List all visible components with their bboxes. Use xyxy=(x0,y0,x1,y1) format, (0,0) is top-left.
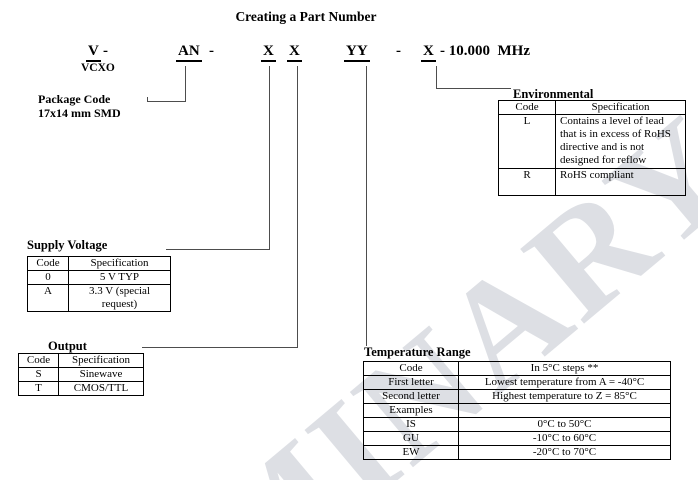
environmental-table: Code Specification L Contains a level of… xyxy=(498,100,686,196)
temperature-range-title: Temperature Range xyxy=(364,345,471,359)
pn-series-label: VCXO xyxy=(81,62,115,74)
pn-series-code: V xyxy=(86,44,101,62)
temp-row-label: IS xyxy=(363,417,459,432)
temp-row-value: Lowest temperature from A = -40°C xyxy=(458,375,671,390)
connector-environmental-vertical xyxy=(436,66,437,89)
pn-separator-3: - xyxy=(396,43,401,59)
temp-row-value: Highest temperature to Z = 85°C xyxy=(458,389,671,404)
pn-temperature-code: YY xyxy=(344,44,370,62)
output-table: Code Specification S Sinewave T CMOS/TTL xyxy=(18,353,144,396)
table-row: Second letter Highest temperature to Z =… xyxy=(363,389,671,404)
temp-row-value: 0°C to 50°C xyxy=(458,417,671,432)
package-code-label-line1: Package Code xyxy=(38,92,111,106)
table-row: S Sinewave xyxy=(18,367,144,382)
output-spec-S: Sinewave xyxy=(58,367,144,382)
table-row: L Contains a level of lead that is in ex… xyxy=(498,114,686,169)
output-code-T: T xyxy=(18,381,59,396)
temp-row-label: First letter xyxy=(363,375,459,390)
output-spec-T: CMOS/TTL xyxy=(58,381,144,396)
table-row: Code Specification xyxy=(18,353,144,368)
temp-row-value: In 5°C steps ** xyxy=(458,361,671,376)
environmental-code-L: L xyxy=(498,114,556,169)
supply-voltage-table: Code Specification 0 5 V TYP A 3.3 V (sp… xyxy=(27,256,171,312)
supply-code-0: 0 xyxy=(27,270,69,285)
temperature-range-table: Code In 5°C steps ** First letter Lowest… xyxy=(363,361,671,460)
connector-package-vertical xyxy=(185,66,186,102)
temp-row-label: Code xyxy=(363,361,459,376)
table-row: A 3.3 V (special request) xyxy=(27,284,171,312)
temp-row-value: -10°C to 60°C xyxy=(458,431,671,446)
supply-code-A: A xyxy=(27,284,69,312)
table-row: GU -10°C to 60°C xyxy=(363,431,671,446)
page-title: Creating a Part Number xyxy=(235,9,377,24)
output-title: Output xyxy=(48,339,87,353)
temp-row-label: EW xyxy=(363,445,459,460)
table-row: Code In 5°C steps ** xyxy=(363,361,671,376)
connector-output-vertical xyxy=(297,66,298,348)
connector-environmental-horizontal xyxy=(436,88,511,89)
pn-separator-1: - xyxy=(103,43,108,59)
table-row: Code Specification xyxy=(27,256,171,271)
connector-output-horizontal xyxy=(142,347,298,348)
environmental-title: Environmental xyxy=(513,87,594,101)
pn-supply-voltage-code: X xyxy=(261,44,276,62)
table-row: IS 0°C to 50°C xyxy=(363,417,671,432)
table-row: T CMOS/TTL xyxy=(18,381,144,396)
pn-package-code: AN xyxy=(176,44,202,62)
supply-header-spec: Specification xyxy=(68,256,171,271)
temp-row-label: Second letter xyxy=(363,389,459,404)
supply-header-code: Code xyxy=(27,256,69,271)
table-row: R RoHS compliant xyxy=(498,168,686,196)
temp-row-label: Examples xyxy=(363,403,459,418)
connector-package-tick xyxy=(147,97,148,102)
pn-environmental-code: X xyxy=(421,44,436,62)
environmental-spec-R: RoHS compliant xyxy=(555,168,686,196)
pn-output-code: X xyxy=(287,44,302,62)
output-code-S: S xyxy=(18,367,59,382)
connector-temperature-vertical xyxy=(366,66,367,346)
temp-row-label: GU xyxy=(363,431,459,446)
pn-separator-2: - xyxy=(209,43,214,59)
connector-supply-vertical xyxy=(269,66,270,250)
output-header-spec: Specification xyxy=(58,353,144,368)
supply-voltage-title: Supply Voltage xyxy=(27,238,108,252)
environmental-header-spec: Specification xyxy=(555,100,686,115)
package-code-label-line2: 17x14 mm SMD xyxy=(38,106,121,120)
environmental-code-R: R xyxy=(498,168,556,196)
supply-spec-A: 3.3 V (special request) xyxy=(68,284,171,312)
table-row: EW -20°C to 70°C xyxy=(363,445,671,460)
environmental-spec-L: Contains a level of lead that is in exce… xyxy=(555,114,686,169)
supply-spec-0: 5 V TYP xyxy=(68,270,171,285)
connector-package-horizontal xyxy=(147,101,186,102)
connector-supply-horizontal xyxy=(166,249,270,250)
temp-row-value xyxy=(458,403,671,418)
environmental-header-code: Code xyxy=(498,100,556,115)
pn-frequency: - 10.000 MHz xyxy=(440,43,530,59)
table-row: First letter Lowest temperature from A =… xyxy=(363,375,671,390)
table-row: Code Specification xyxy=(498,100,686,115)
table-row: Examples xyxy=(363,403,671,418)
table-row: 0 5 V TYP xyxy=(27,270,171,285)
temp-row-value: -20°C to 70°C xyxy=(458,445,671,460)
output-header-code: Code xyxy=(18,353,59,368)
